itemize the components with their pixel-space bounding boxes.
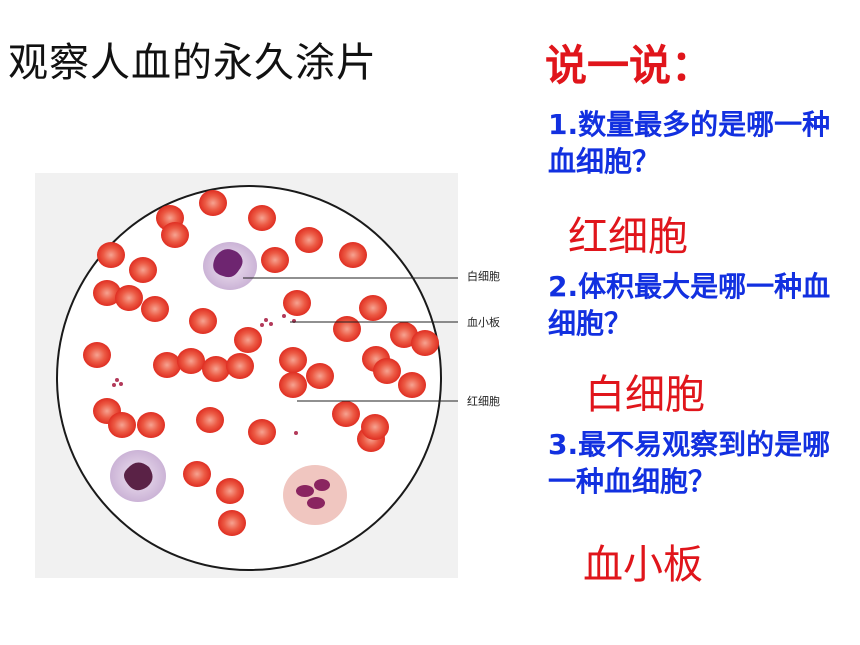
red-blood-cell [115,285,143,311]
red-blood-cell [332,401,360,427]
red-blood-cell [359,295,387,321]
answer-1: 红细胞 [568,214,688,260]
red-blood-cell [234,327,262,353]
red-blood-cell [196,407,224,433]
red-blood-cell [295,227,323,253]
question-1: 1.数量最多的是哪一种血细胞？ [548,108,831,178]
question-2: 2.体积最大是哪一种血细胞？ [548,270,831,340]
red-blood-cell [373,358,401,384]
red-blood-cell [218,510,246,536]
red-blood-cell [261,247,289,273]
red-blood-cell [189,308,217,334]
red-blood-cell [129,257,157,283]
red-blood-cell [226,353,254,379]
red-blood-cell [283,290,311,316]
red-blood-cell [108,412,136,438]
white-blood-cell [110,450,166,502]
platelets [112,314,298,435]
question-3: 3.最不易观察到的是哪一种血细胞？ [548,428,831,498]
answer-3: 血小板 [583,542,703,588]
label-white-blood-cell: 白细胞 [467,270,500,283]
white-blood-cell [283,465,347,525]
red-blood-cell [390,322,418,348]
label-leaders [243,277,458,402]
slide-title: 观察人血的永久涂片 [8,40,377,86]
red-blood-cell [216,478,244,504]
red-blood-cell [93,280,121,306]
red-blood-cell [333,316,361,342]
red-blood-cell [248,205,276,231]
red-blood-cell [137,412,165,438]
red-blood-cells [83,190,439,536]
blood-smear-figure [56,185,458,571]
red-blood-cell [398,372,426,398]
red-blood-cell [248,419,276,445]
red-blood-cell [361,414,389,440]
red-blood-cell [199,190,227,216]
red-blood-cell [161,222,189,248]
red-blood-cell [177,348,205,374]
answer-2: 白细胞 [585,372,705,418]
red-blood-cell [83,342,111,368]
red-blood-cell [153,352,181,378]
red-blood-cell [279,372,307,398]
label-red-blood-cell: 红细胞 [467,395,500,408]
red-blood-cell [97,242,125,268]
red-blood-cell [202,356,230,382]
red-blood-cell [339,242,367,268]
red-blood-cell [411,330,439,356]
red-blood-cell [279,347,307,373]
red-blood-cell [141,296,169,322]
label-platelet: 血小板 [467,316,500,329]
section-heading: 说一说： [545,41,714,90]
white-blood-cell [203,242,257,290]
red-blood-cell [183,461,211,487]
red-blood-cell [306,363,334,389]
